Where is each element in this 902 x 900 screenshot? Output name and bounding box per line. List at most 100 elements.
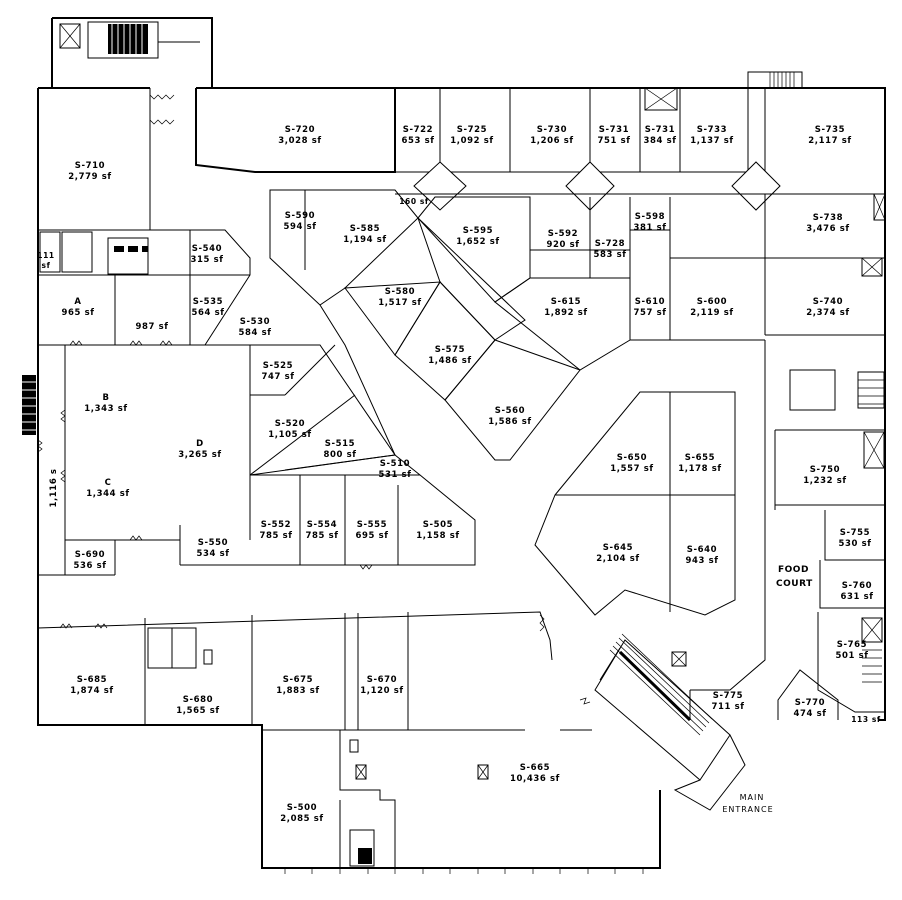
- unit-id-s-540: S-540: [192, 244, 222, 254]
- unit-id-s-598: S-598: [635, 212, 665, 222]
- unit-id-s-615: S-615: [551, 297, 581, 307]
- unit-id-s-640: S-640: [687, 545, 717, 555]
- unit-area-s-560: 1,586 sf: [488, 417, 531, 427]
- unit-area-s-600: 2,119 sf: [690, 308, 733, 318]
- unit-id-s-560: S-560: [495, 406, 525, 416]
- unit-id-s-760: S-760: [842, 581, 872, 591]
- unit-id-b: B: [102, 393, 109, 403]
- unit-area-s-690: 536 sf: [73, 561, 106, 571]
- unit-id-s-725: S-725: [457, 125, 487, 135]
- unit-area-s-740: 2,374 sf: [806, 308, 849, 318]
- unit-area-s-722: 653 sf: [401, 136, 434, 146]
- unit-id-s-500: S-500: [287, 803, 317, 813]
- unit-area-s-535: 564 sf: [191, 308, 224, 318]
- unit-id-s-730: S-730: [537, 125, 567, 135]
- unit-area-s-505: 1,158 sf: [416, 531, 459, 541]
- unit-111-label: 111: [37, 251, 54, 260]
- unit-160-label: 160 sf: [399, 197, 429, 206]
- main-entrance-label-line2: ENTRANCE: [722, 805, 773, 814]
- main-entrance-label-line1: MAIN: [740, 793, 765, 802]
- unit-area-s-525: 747 sf: [261, 372, 294, 382]
- unit-area-s-610: 757 sf: [633, 308, 666, 318]
- unit-id-s-680: S-680: [183, 695, 213, 705]
- bottom-ticks: [284, 868, 644, 874]
- main-entrance-vestibule: [579, 633, 746, 811]
- walls-diagonal-blocks: [189, 189, 765, 566]
- walls-east-side: [689, 340, 885, 720]
- unit-id-s-554: S-554: [307, 520, 337, 530]
- unit-area-s-585: 1,194 sf: [343, 235, 386, 245]
- unit-id-d: D: [196, 439, 204, 449]
- unit-id-s-580: S-580: [385, 287, 415, 297]
- unit-area-s-592: 920 sf: [546, 240, 579, 250]
- unit-id-s-775: S-775: [713, 691, 743, 701]
- unit-id-s-722: S-722: [403, 125, 433, 135]
- unit-id-s-665: S-665: [520, 763, 550, 773]
- unit-area-s-685: 1,874 sf: [70, 686, 113, 696]
- unit-id-s-720: S-720: [285, 125, 315, 135]
- unit-111-sf-label: sf: [42, 261, 51, 270]
- unit-area-s-755: 530 sf: [838, 539, 871, 549]
- unit-area-d: 3,265 sf: [178, 450, 221, 460]
- unit-area-s-655: 1,178 sf: [678, 464, 721, 474]
- unit-area-unit-987: 987 sf: [135, 322, 168, 332]
- unit-area-s-510: 531 sf: [378, 470, 411, 480]
- unit-area-s-730: 1,206 sf: [530, 136, 573, 146]
- unit-area-s-650: 1,557 sf: [610, 464, 653, 474]
- unit-area-s-575: 1,486 sf: [428, 356, 471, 366]
- unit-area-s-580: 1,517 sf: [378, 298, 421, 308]
- unit-id-s-592: S-592: [548, 229, 578, 239]
- unit-id-s-710: S-710: [75, 161, 105, 171]
- unit-id-s-675: S-675: [283, 675, 313, 685]
- unit-id-s-685: S-685: [77, 675, 107, 685]
- unit-id-s-590: S-590: [285, 211, 315, 221]
- unit-area-s-645: 2,104 sf: [596, 554, 639, 564]
- unit-area-s-554: 785 sf: [305, 531, 338, 541]
- unit-area-s-775: 711 sf: [711, 702, 744, 712]
- unit-id-s-520: S-520: [275, 419, 305, 429]
- unit-area-a: 965 sf: [61, 308, 94, 318]
- unit-area-s-675: 1,883 sf: [276, 686, 319, 696]
- unit-id-s-645: S-645: [603, 543, 633, 553]
- unit-area-s-595: 1,652 sf: [456, 237, 499, 247]
- unit-area-s-720: 3,028 sf: [278, 136, 321, 146]
- unit-area-s-615: 1,892 sf: [544, 308, 587, 318]
- food-court-label-line1: FOOD: [778, 565, 809, 575]
- unit-id-s-505: S-505: [423, 520, 453, 530]
- unit-area-s-733: 1,137 sf: [690, 136, 733, 146]
- unit-id-s-765: S-765: [837, 640, 867, 650]
- unit-id-s-690: S-690: [75, 550, 105, 560]
- unit-id-s-510: S-510: [380, 459, 410, 469]
- unit-id-s-530: S-530: [240, 317, 270, 327]
- unit-area-s-738: 3,476 sf: [806, 224, 849, 234]
- unit-area-b: 1,343 sf: [84, 404, 127, 414]
- unit-area-s-640: 943 sf: [685, 556, 718, 566]
- unit-area-s-665: 10,436 sf: [510, 774, 560, 784]
- unit-area-s-550: 534 sf: [196, 549, 229, 559]
- unit-area-s-555: 695 sf: [355, 531, 388, 541]
- unit-area-s-735: 2,117 sf: [808, 136, 851, 146]
- unit-area-s-725: 1,092 sf: [450, 136, 493, 146]
- walls-south-row: [37, 564, 592, 868]
- unit-area-s-540: 315 sf: [190, 255, 223, 265]
- unit-area-s-598: 381 sf: [633, 223, 666, 233]
- unit-id-s-740: S-740: [813, 297, 843, 307]
- unit-113-label: 113 sf: [851, 715, 881, 724]
- unit-id-s-750: S-750: [810, 465, 840, 475]
- walls-central-island: [534, 391, 736, 616]
- unit-id-s-655: S-655: [685, 453, 715, 463]
- walls-west-wing: [37, 94, 251, 576]
- unit-id-s-552: S-552: [261, 520, 291, 530]
- unit-id-s-525: S-525: [263, 361, 293, 371]
- unit-area-s-520: 1,105 sf: [268, 430, 311, 440]
- unit-id-s-595: S-595: [463, 226, 493, 236]
- food-court-label-line2: COURT: [776, 579, 813, 589]
- unit-id-s-738: S-738: [813, 213, 843, 223]
- unit-area-s-731b: 384 sf: [643, 136, 676, 146]
- unit-id-s-670: S-670: [367, 675, 397, 685]
- walls-top-row: [394, 87, 886, 336]
- unit-id-s-535: S-535: [193, 297, 223, 307]
- unit-area-s-680: 1,565 sf: [176, 706, 219, 716]
- unit-id-s-770: S-770: [795, 698, 825, 708]
